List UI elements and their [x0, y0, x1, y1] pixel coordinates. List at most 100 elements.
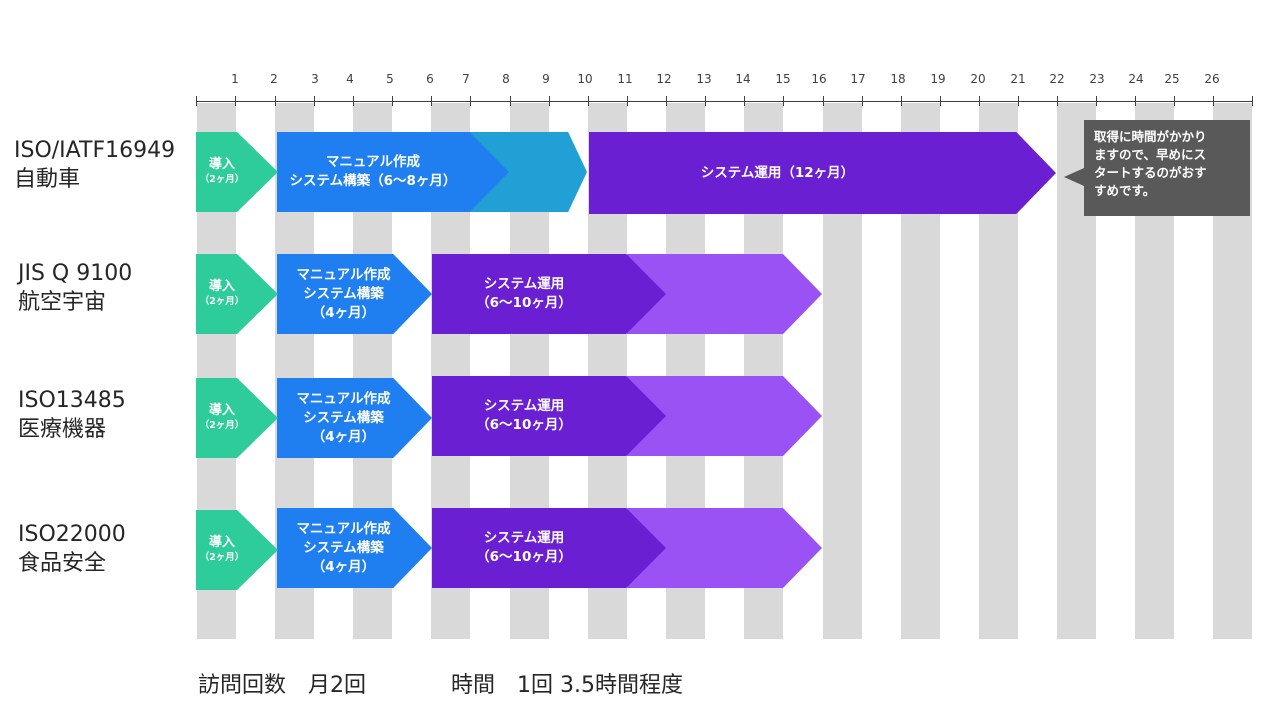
month-label: 3 — [311, 72, 319, 86]
month-label: 20 — [970, 72, 986, 86]
iso13485-manual-line2: システム構築 — [303, 409, 384, 426]
iso22000-operation-line2: （6～10ヶ月） — [476, 549, 572, 565]
iso22000-intro-line2: （2ヶ月） — [199, 552, 245, 563]
iso13485-operation-line2: （6～10ヶ月） — [476, 417, 572, 433]
month-label: 2 — [270, 72, 278, 86]
row-label-iso13485-code: ISO13485 — [18, 388, 126, 413]
axis-tick — [1096, 96, 1097, 106]
month-label: 26 — [1204, 72, 1220, 86]
iso13485-intro-line2: （2ヶ月） — [199, 420, 245, 431]
row-label-jisq-field: 航空宇宙 — [18, 290, 107, 315]
iatf-manual-arrow: マニュアル作成システム構築（6～8ヶ月） — [277, 132, 509, 212]
axis-tick — [1174, 96, 1175, 106]
jisq-manual-line3: （4ヶ月） — [311, 304, 376, 321]
iso13485-manual-line1: マニュアル作成 — [296, 390, 391, 407]
month-label: 18 — [890, 72, 906, 86]
axis-tick — [823, 96, 824, 106]
month-label: 19 — [930, 72, 946, 86]
row-label-iso22000-code: ISO22000 — [18, 522, 126, 547]
month-label: 11 — [617, 72, 633, 86]
axis-tick — [549, 96, 550, 106]
month-label: 14 — [735, 72, 751, 86]
iso22000-manual-line1: マニュアル作成 — [296, 520, 391, 537]
axis-tick — [470, 96, 471, 106]
jisq-intro-line2: （2ヶ月） — [199, 296, 245, 307]
month-label: 1 — [231, 72, 239, 86]
axis-tick — [1213, 96, 1214, 106]
iso22000-operation-line1: システム運用 — [483, 530, 565, 546]
month-label: 9 — [542, 72, 550, 86]
footer-time: 時間 1回 3.5時間程度 — [451, 673, 683, 698]
iso13485-operation-line1: システム運用 — [483, 398, 565, 414]
axis-tick — [431, 96, 432, 106]
row-label-iso13485-field: 医療機器 — [18, 417, 107, 442]
month-label: 21 — [1010, 72, 1026, 86]
callout-note: 取得に時間がかかり ますので、早めにス タートするのがおす すめです。 — [1084, 120, 1250, 216]
iatf-operation-arrow: システム運用（12ヶ月） — [589, 132, 1056, 214]
row-label-iatf-field: 自動車 — [14, 167, 81, 192]
axis-tick — [314, 96, 315, 106]
axis-tick — [196, 96, 197, 106]
axis-tick — [979, 96, 980, 106]
axis-tick — [744, 96, 745, 106]
axis-tick — [705, 96, 706, 106]
jisq-manual-line2: システム構築 — [303, 285, 384, 302]
iatf-operation-label: システム運用（12ヶ月） — [700, 164, 855, 181]
axis-tick — [666, 96, 667, 106]
month-label: 15 — [775, 72, 791, 86]
month-label: 12 — [656, 72, 672, 86]
jisq-manual-line1: マニュアル作成 — [296, 266, 391, 283]
month-label: 10 — [577, 72, 593, 86]
iso13485-intro-line1: 導入 — [208, 403, 235, 418]
jisq-operation-line2: （6～10ヶ月） — [476, 295, 572, 311]
iso22000-manual-arrow: マニュアル作成システム構築 （4ヶ月） — [277, 508, 432, 588]
iso13485-manual-line3: （4ヶ月） — [311, 428, 376, 445]
month-label: 7 — [462, 72, 470, 86]
axis-tick — [1018, 96, 1019, 106]
iatf-manual-line2: システム構築（6～8ヶ月） — [289, 173, 457, 189]
axis-tick — [627, 96, 628, 106]
iso13485-manual-arrow: マニュアル作成システム構築 （4ヶ月） — [277, 378, 432, 458]
axis-tick — [1057, 96, 1058, 106]
callout-pointer — [1064, 168, 1084, 186]
jisq-operation-line1: システム運用 — [483, 276, 565, 292]
axis-tick — [588, 96, 589, 106]
iatf-intro-line2: （2ヶ月） — [199, 174, 245, 185]
axis-tick — [901, 96, 902, 106]
month-label: 17 — [850, 72, 866, 86]
month-label: 25 — [1164, 72, 1180, 86]
axis-tick — [862, 96, 863, 106]
row-label-iso13485: ISO13485 医療機器 — [18, 386, 198, 444]
jisq-intro-arrow: 導入 （2ヶ月） — [196, 254, 278, 334]
month-label: 23 — [1089, 72, 1105, 86]
axis-tick — [783, 96, 784, 106]
axis-tick — [235, 96, 236, 106]
axis-tick — [275, 96, 276, 106]
iatf-intro-line1: 導入 — [208, 157, 235, 172]
jisq-intro-line1: 導入 — [208, 279, 235, 294]
footer-visits: 訪問回数 月2回 — [198, 673, 366, 698]
jisq-operation-arrow: システム運用 （6～10ヶ月） — [432, 254, 666, 334]
row-label-iso22000-field: 食品安全 — [18, 551, 107, 576]
axis-tick — [353, 96, 354, 106]
iso13485-intro-arrow: 導入 （2ヶ月） — [196, 378, 278, 458]
iso22000-manual-line3: （4ヶ月） — [311, 558, 376, 575]
row-label-iso22000: ISO22000 食品安全 — [18, 520, 198, 578]
month-label: 24 — [1128, 72, 1144, 86]
month-label: 5 — [386, 72, 394, 86]
timeline-axis — [196, 101, 1253, 102]
iso22000-operation-arrow: システム運用 （6～10ヶ月） — [432, 508, 666, 588]
month-label: 13 — [696, 72, 712, 86]
month-label: 16 — [811, 72, 827, 86]
axis-tick — [940, 96, 941, 106]
row-label-jisq: JIS Q 9100 航空宇宙 — [18, 259, 198, 317]
axis-tick — [1135, 96, 1136, 106]
month-label: 8 — [502, 72, 510, 86]
row-label-jisq-code: JIS Q 9100 — [18, 261, 133, 286]
month-label: 4 — [346, 72, 354, 86]
axis-tick — [1252, 96, 1253, 106]
axis-tick — [392, 96, 393, 106]
iso22000-manual-line2: システム構築 — [303, 539, 384, 556]
